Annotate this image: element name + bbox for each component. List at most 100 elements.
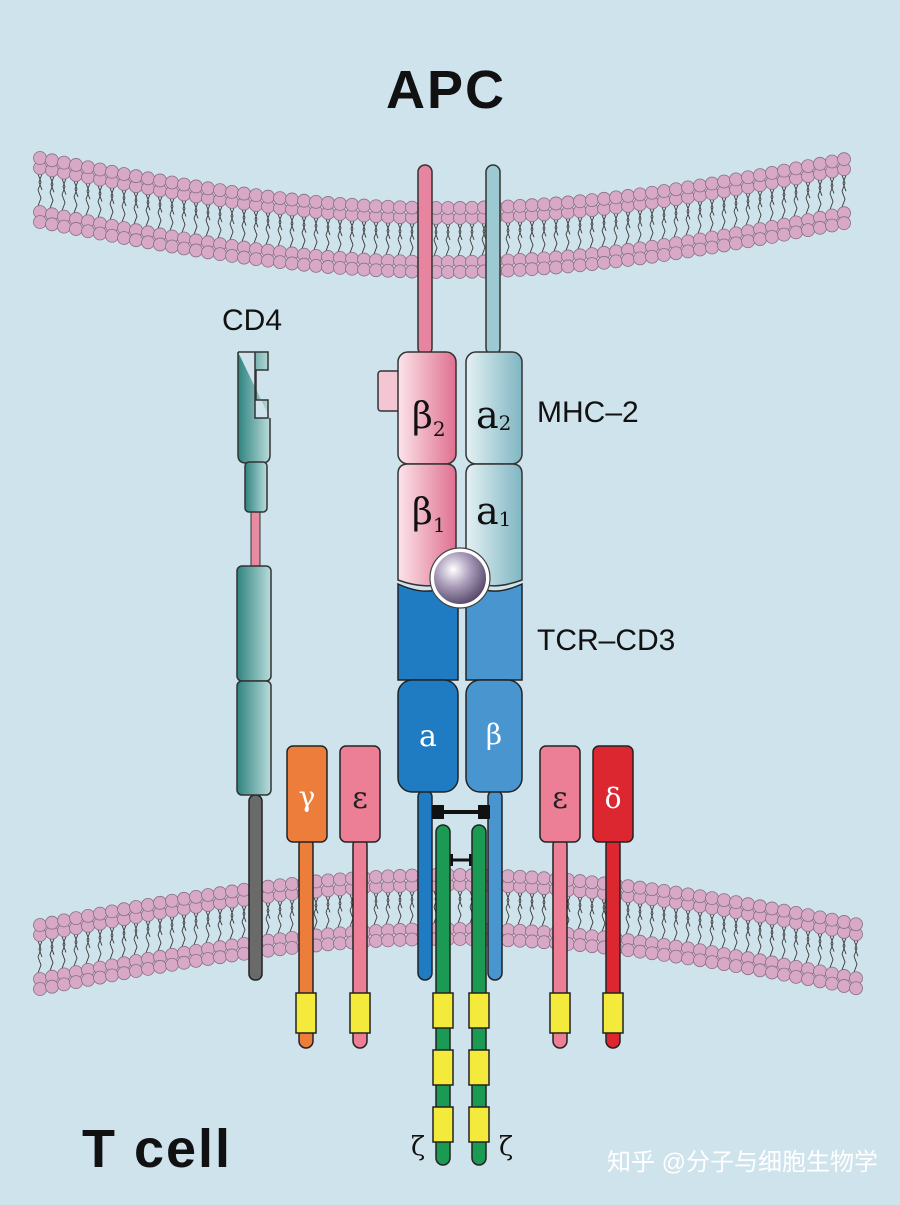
lipid-head: [525, 198, 539, 213]
lipid-head: [189, 243, 203, 258]
lipid-head: [285, 940, 299, 955]
lipid-head: [129, 169, 143, 184]
lipid-head: [381, 199, 395, 214]
lipid-head: [729, 895, 743, 910]
lipid-head: [681, 887, 695, 902]
lipid-head: [573, 194, 587, 209]
lipid-head: [657, 184, 671, 198]
lipid-head: [105, 904, 119, 919]
lipid-head: [741, 170, 755, 185]
lipid-head: [165, 893, 179, 908]
lipid-head: [765, 229, 779, 244]
lipid-head: [633, 944, 647, 959]
lipid-head: [693, 178, 707, 193]
lipid-head: [285, 192, 299, 207]
lipid-head: [189, 953, 203, 968]
lipid-head: [717, 238, 731, 253]
svg-text:a2: a2: [476, 393, 511, 437]
lipid-head: [81, 908, 95, 923]
lipid-head: [585, 193, 599, 207]
tcr-beta-constant-domain: [465, 679, 523, 793]
lipid-head: [837, 216, 851, 231]
lipid-head: [501, 933, 515, 948]
lipid-head: [801, 908, 815, 923]
lipid-head: [309, 194, 323, 209]
lipid-head: [81, 972, 95, 987]
lipid-head: [165, 175, 179, 190]
lipid-head: [681, 951, 695, 966]
lipid-head: [813, 156, 827, 171]
tcr-heterodimer: [397, 582, 523, 793]
lipid-head: [693, 242, 707, 257]
lipid-head: [465, 200, 479, 215]
lipid-head: [333, 936, 347, 951]
lipid-head: [393, 200, 407, 215]
itam-motif: [602, 992, 624, 1034]
lipid-head: [213, 950, 227, 965]
lipid-head: [117, 167, 131, 181]
lipid-head: [117, 231, 131, 245]
lipid-head: [237, 186, 251, 201]
lipid-head: [753, 963, 767, 978]
lipid-head: [513, 933, 527, 948]
zeta-right-label: ζ: [499, 1132, 513, 1162]
itam-motif: [349, 992, 371, 1034]
lipid-head: [789, 969, 803, 984]
lipid-head: [369, 870, 383, 884]
lipid-head: [801, 159, 815, 174]
lipid-head: [453, 932, 467, 946]
lipid-head: [321, 196, 335, 210]
lipid-head: [633, 880, 647, 895]
lipid-head: [453, 868, 467, 882]
lipid-head: [45, 915, 59, 930]
lipid-head: [225, 948, 239, 963]
lipid-head: [381, 933, 395, 948]
lipid-head: [153, 173, 167, 188]
lipid-head: [201, 245, 215, 260]
tcr-beta-label: β: [486, 718, 502, 751]
itam-motif: [468, 1049, 490, 1086]
lipid-head: [141, 171, 155, 186]
lipid-head: [153, 237, 167, 252]
lipid-head: [717, 957, 731, 972]
lipid-head: [549, 196, 563, 211]
lipid-head: [261, 943, 275, 958]
lipid-head: [201, 888, 215, 902]
gamma-label: γ: [299, 780, 316, 813]
lipid-head: [669, 246, 683, 261]
lipid-head: [549, 260, 563, 275]
alpha2-label: a: [476, 393, 499, 437]
lipid-head: [789, 225, 803, 240]
lipid-head: [57, 155, 71, 170]
lipid-head: [213, 886, 227, 901]
lipid-head: [105, 164, 119, 179]
lipid-head: [93, 906, 107, 921]
lipid-head: [753, 899, 767, 914]
mhc-alpha-stalk: [485, 164, 501, 356]
watermark-text: 知乎 @分子与细胞生物学: [607, 1149, 878, 1176]
lipid-head: [405, 200, 419, 215]
lipid-head: [741, 897, 755, 912]
alpha1-subscript: 1: [499, 507, 512, 531]
lipid-head: [69, 975, 83, 990]
lipid-head: [693, 889, 707, 904]
lipid-head: [753, 168, 767, 183]
mhc2-label: MHC–2: [537, 396, 639, 429]
lipid-head: [609, 190, 623, 205]
lipid-head: [225, 248, 239, 263]
lipid-head: [801, 223, 815, 238]
lipid-head: [393, 933, 407, 947]
lipid-head: [273, 255, 287, 270]
lipid-head: [741, 234, 755, 249]
delta-label: δ: [605, 782, 622, 815]
itam-motif: [549, 992, 571, 1034]
beta2-subscript: 2: [433, 417, 446, 441]
tcr-cd3-label: TCR–CD3: [537, 624, 675, 657]
lipid-head: [837, 915, 851, 929]
lipid-head: [621, 253, 635, 267]
zeta-left-label: ζ: [411, 1132, 425, 1162]
epsilon-right-label: ε: [552, 781, 568, 816]
lipid-head: [369, 263, 383, 278]
